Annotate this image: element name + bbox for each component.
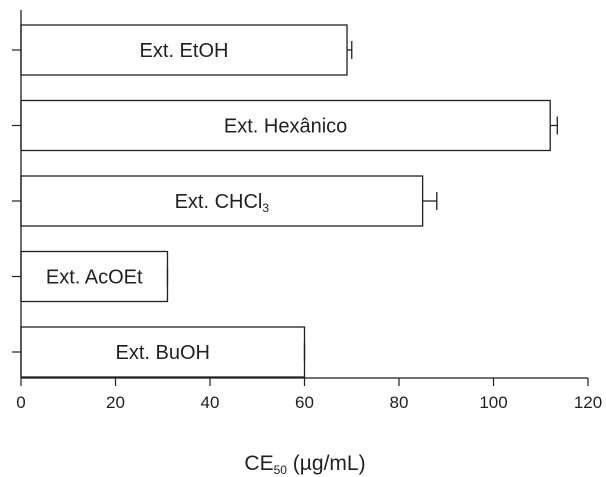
x-tick-label-5: 100: [479, 393, 507, 412]
x-axis-title: CE50 (µg/mL): [244, 452, 365, 477]
bar-1: [20, 99, 551, 152]
x-axis-title-unit: (µg/mL): [287, 452, 366, 475]
bar-label-2: Ext. CHCl3: [175, 191, 270, 215]
bar-label-0: Ext. EtOH: [140, 40, 229, 62]
bar-label-3: Ext. AcOEt: [46, 267, 143, 289]
bar-label-1: Ext. Hexânico: [224, 116, 347, 138]
x-tick-label-2: 40: [201, 393, 220, 412]
bar-4: [20, 326, 306, 378]
bar-3: [20, 250, 169, 303]
x-tick-label-3: 60: [295, 393, 314, 412]
x-tick-label-6: 120: [574, 393, 602, 412]
axes-layer: 0 20 40 60 80 100 120: [12, 10, 602, 412]
bar-2: [20, 175, 424, 227]
x-axis-title-subscript: 50: [274, 463, 288, 477]
x-tick-label-1: 20: [106, 393, 125, 412]
x-tick-label-0: 0: [16, 393, 25, 412]
bar-label-4: Ext. BuOH: [116, 342, 210, 364]
bar-0: [20, 24, 348, 76]
x-axis-title-main: CE: [244, 452, 273, 475]
x-tick-label-4: 80: [390, 393, 409, 412]
